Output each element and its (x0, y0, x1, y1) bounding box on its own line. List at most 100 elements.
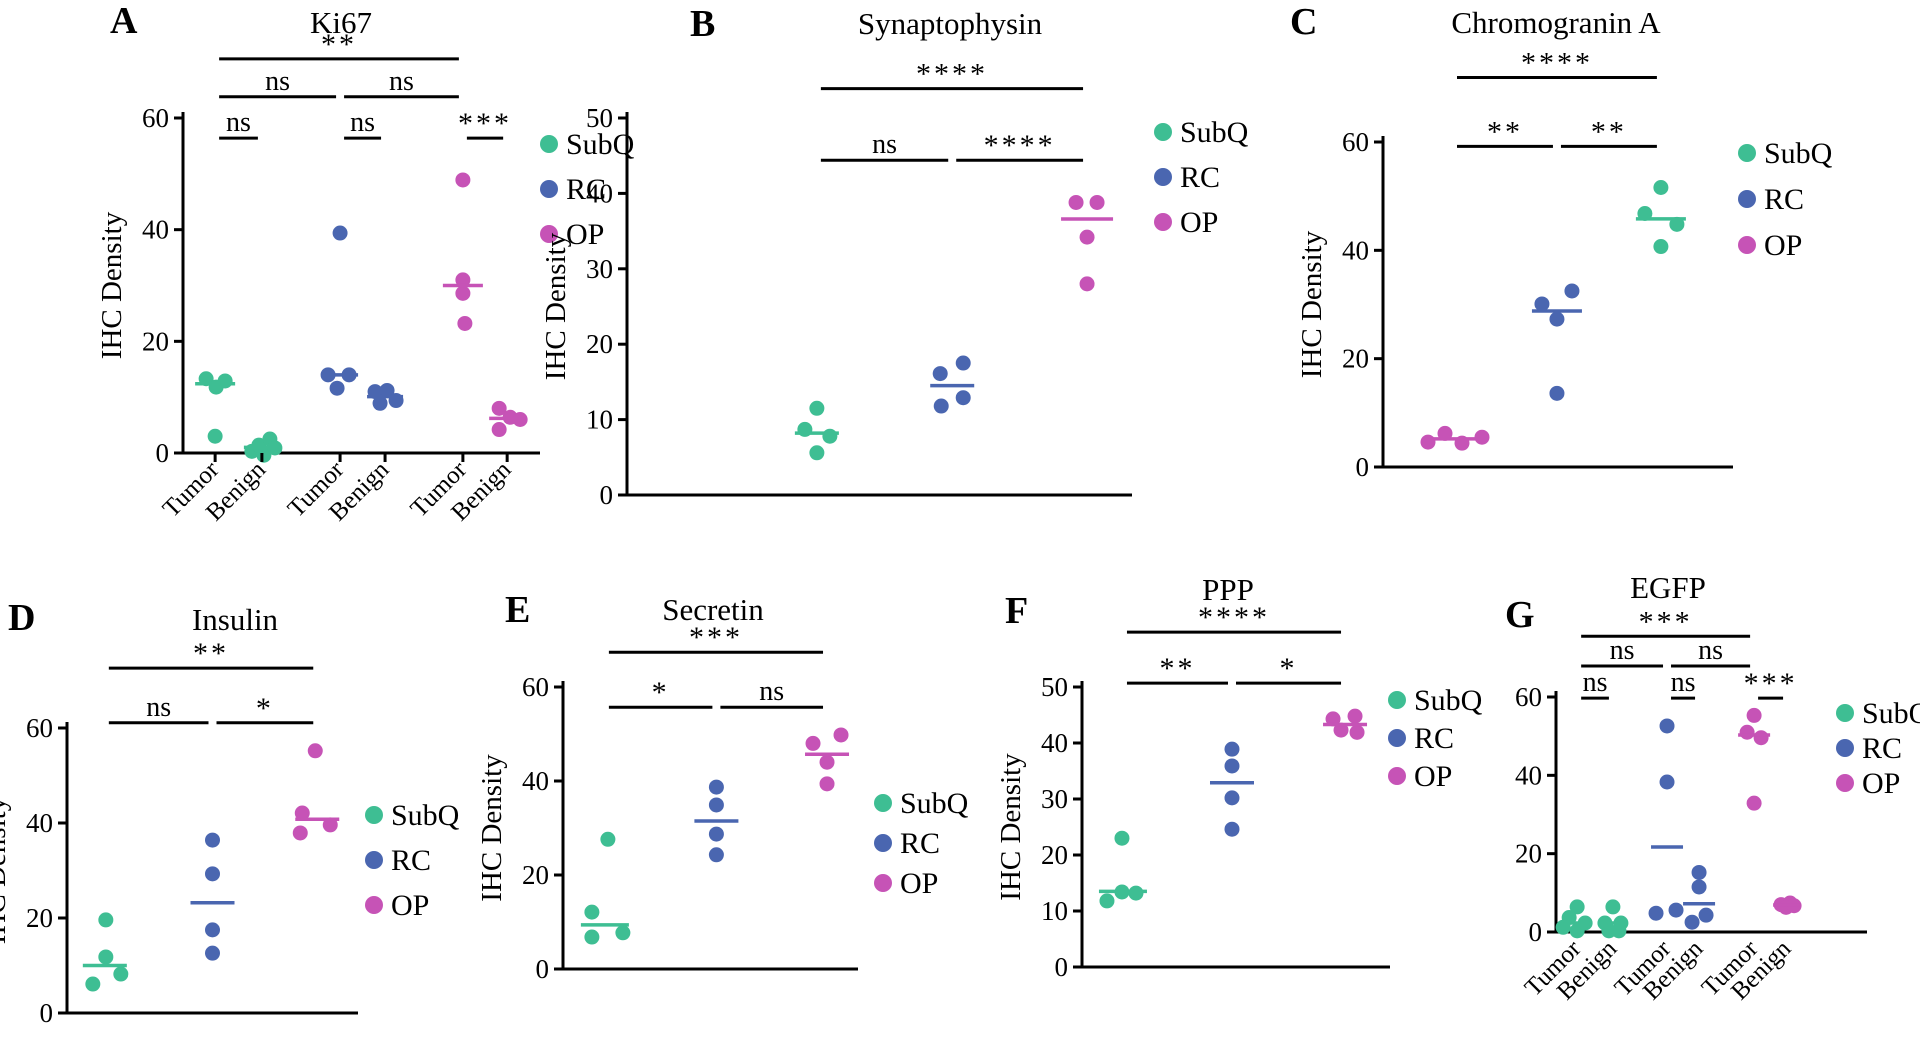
sig-label: * (652, 676, 670, 709)
panel-letter: A (110, 0, 138, 42)
sig-label: * (256, 692, 274, 725)
y-tick-label: 40 (522, 766, 549, 796)
y-tick-label: 40 (142, 215, 169, 245)
y-tick-label: 0 (1529, 917, 1543, 947)
legend-label-rc: RC (900, 827, 940, 860)
data-point (1746, 707, 1762, 723)
panel-letter: G (1505, 594, 1535, 636)
group-op-benign (489, 400, 528, 438)
data-point (615, 925, 631, 941)
data-point (1534, 296, 1550, 312)
legend-label-rc: RC (566, 173, 606, 206)
data-point (1549, 311, 1565, 327)
y-tick-label: 50 (1041, 672, 1068, 702)
y-tick-label: 30 (586, 254, 613, 284)
y-tick-label: 40 (1342, 235, 1369, 265)
data-point (1659, 774, 1675, 790)
legend-swatch-op (1836, 774, 1854, 792)
group-rc-1 (1531, 283, 1582, 401)
group-rc-1 (694, 779, 739, 863)
data-point (1569, 899, 1585, 915)
sig-label: ns (226, 107, 251, 138)
data-point (1564, 283, 1580, 299)
panel-title: EGFP (1630, 570, 1706, 605)
data-point (1698, 907, 1714, 923)
legend-swatch-subq (1154, 123, 1172, 141)
legend-swatch-op (1388, 767, 1406, 785)
data-point (1691, 879, 1707, 895)
legend-label-op: OP (1862, 767, 1900, 800)
legend-label-subq: SubQ (1414, 684, 1483, 717)
legend-swatch-rc (874, 834, 892, 852)
panel-title: Ki67 (310, 5, 372, 40)
data-point (85, 976, 101, 992)
y-tick-label: 0 (536, 954, 550, 984)
sig-label: *** (1639, 605, 1693, 638)
data-point (207, 428, 223, 444)
group-op-tumor (1738, 707, 1771, 811)
legend-label-op: OP (391, 889, 429, 922)
data-point (1114, 830, 1130, 846)
sig-label: ns (1671, 667, 1696, 698)
y-tick-label: 40 (26, 808, 53, 838)
legend-swatch-subq (540, 135, 558, 153)
group-op-2 (805, 727, 850, 792)
sig-label: ns (1610, 635, 1635, 666)
sig-label: *** (458, 107, 512, 140)
y-axis-label: IHC Density (96, 211, 128, 359)
data-point (1739, 724, 1755, 740)
sig-label: *** (689, 621, 743, 654)
legend-swatch-op (365, 896, 383, 914)
y-axis-label: IHC Density (0, 796, 12, 944)
legend-swatch-rc (540, 180, 558, 198)
data-point (809, 445, 825, 461)
panel-letter: E (505, 589, 530, 631)
sig-label: ** (193, 637, 229, 670)
data-point (822, 428, 838, 444)
sig-label: ** (1591, 115, 1627, 148)
y-tick-label: 60 (1342, 127, 1369, 157)
panel-title: Chromogranin A (1451, 5, 1661, 40)
data-point (205, 832, 220, 848)
legend-swatch-subq (1738, 144, 1756, 162)
sig-label: **** (916, 58, 988, 91)
data-point (1653, 239, 1669, 255)
data-point (955, 390, 971, 406)
data-point (1325, 711, 1341, 727)
group-subq-0 (794, 400, 839, 461)
group-rc-1 (930, 355, 975, 414)
legend-label-rc: RC (1764, 183, 1804, 216)
sig-label: *** (1744, 667, 1798, 700)
data-point (1753, 730, 1769, 746)
data-point (455, 285, 471, 301)
panel-title: Secretin (662, 592, 764, 627)
y-tick-label: 60 (1515, 682, 1542, 712)
data-point (307, 743, 323, 759)
data-point (933, 398, 949, 414)
legend-label-rc: RC (391, 844, 431, 877)
data-point (455, 172, 471, 188)
y-tick-label: 40 (586, 178, 613, 208)
data-point (1224, 758, 1240, 774)
sig-label: **** (984, 129, 1056, 162)
y-tick-label: 10 (1041, 896, 1068, 926)
data-point (1659, 718, 1675, 734)
legend-swatch-op (874, 874, 892, 892)
y-tick-label: 0 (1055, 952, 1069, 982)
y-tick-label: 60 (26, 713, 53, 743)
data-point (805, 735, 821, 751)
legend-swatch-op (540, 225, 558, 243)
sig-label: ns (1698, 635, 1723, 666)
y-tick-label: 0 (1356, 452, 1370, 482)
data-point (932, 366, 948, 382)
legend-label-subq: SubQ (1180, 116, 1249, 149)
